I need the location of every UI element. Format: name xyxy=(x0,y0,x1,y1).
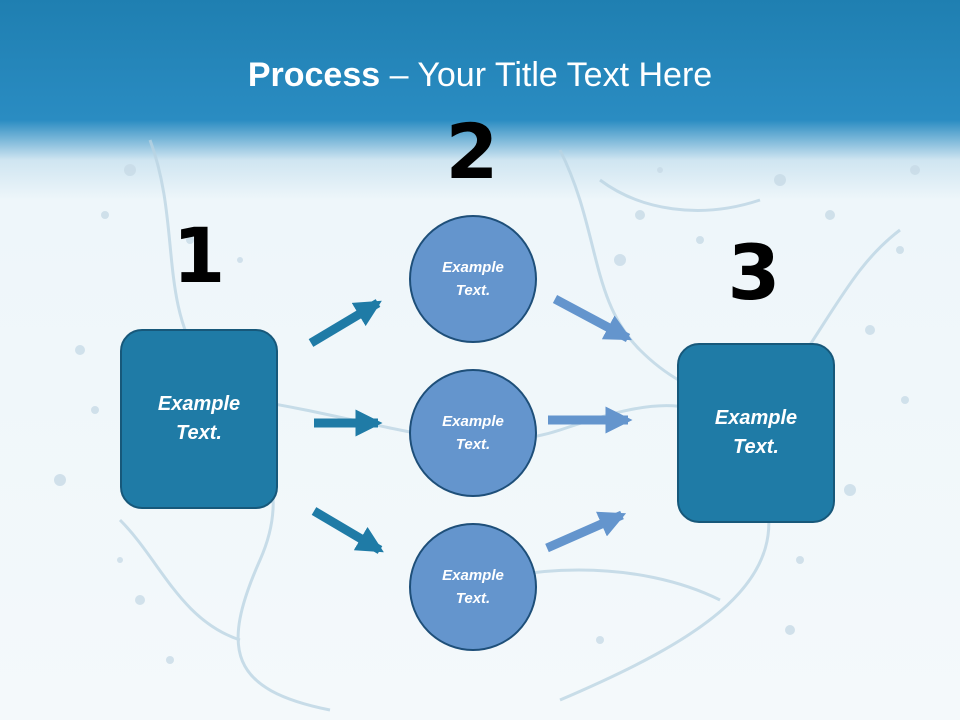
step-number-2: 2 xyxy=(445,107,499,196)
circle-bottom: Example Text. xyxy=(409,523,537,651)
arrow-1-to-bottom xyxy=(311,507,384,554)
arrow-top-to-3 xyxy=(552,295,632,342)
step-number-3: 3 xyxy=(727,228,781,317)
circle-bottom-label-line-1: Example xyxy=(442,567,504,584)
circle-middle-label-line-1: Example xyxy=(442,413,504,430)
circle-middle: Example Text. xyxy=(409,369,537,497)
step-3-label-line-1: Example xyxy=(714,407,798,429)
step-3-box: Example Text. xyxy=(677,343,835,523)
circle-bottom-label-line-2: Text. xyxy=(455,590,491,607)
circle-top-label-line-2: Text. xyxy=(455,282,491,299)
circle-top: Example Text. xyxy=(409,215,537,343)
circle-top-label-line-1: Example xyxy=(442,259,504,276)
step-1-label-line-2: Text. xyxy=(176,422,222,444)
step-1-label-line-1: Example xyxy=(157,393,241,415)
arrow-1-to-top xyxy=(308,299,382,347)
step-3-label-line-2: Text. xyxy=(733,436,779,458)
circle-middle-label-line-2: Text. xyxy=(455,436,491,453)
slide-title: Process – Your Title Text Here xyxy=(0,50,960,100)
arrow-bottom-to-3 xyxy=(545,510,627,553)
title-bold: Process xyxy=(247,56,381,94)
title-rest: – Your Title Text Here xyxy=(380,56,713,94)
step-1-box: Example Text. xyxy=(120,329,278,509)
step-number-1: 1 xyxy=(172,211,226,300)
